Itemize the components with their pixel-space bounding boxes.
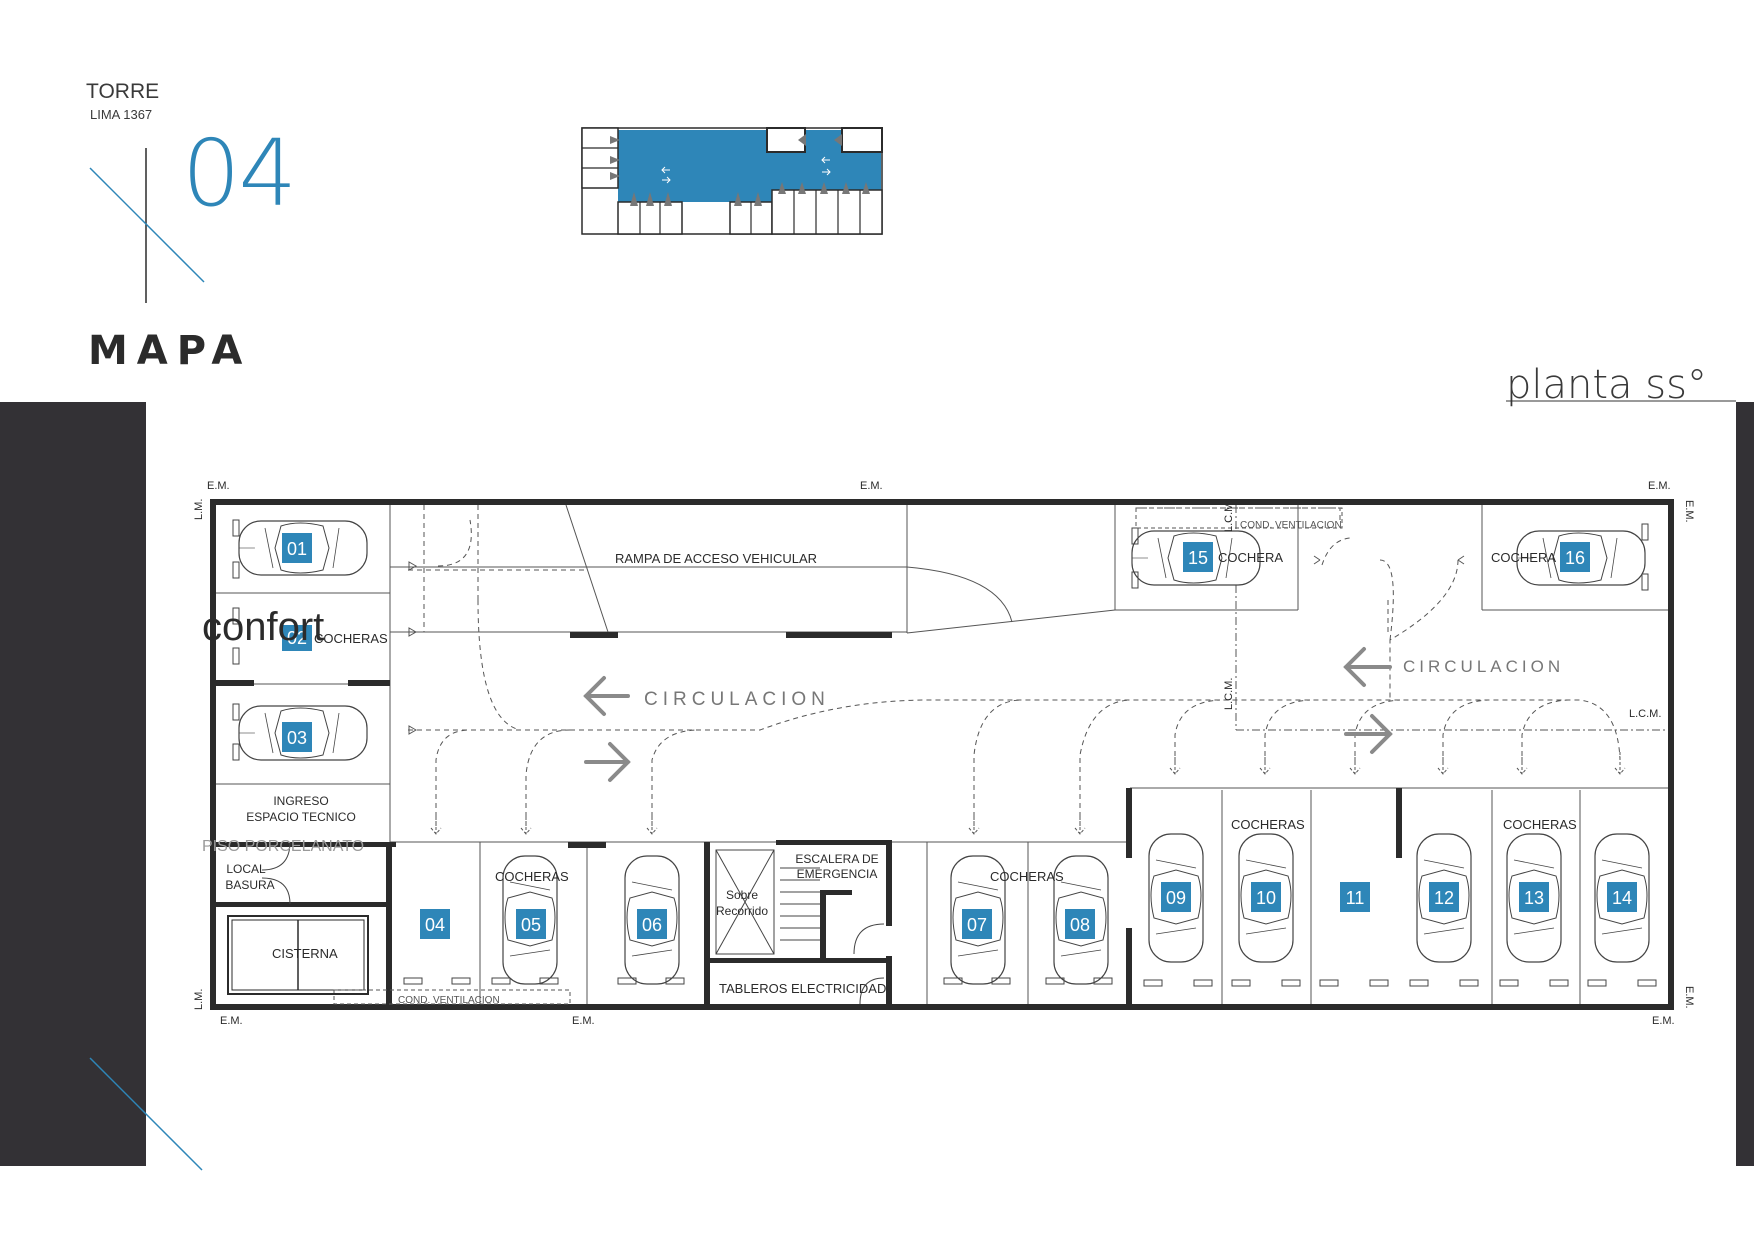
lm-marker: L.M. — [193, 989, 205, 1010]
ventilation-label: COND. VENTILACION — [1240, 520, 1342, 531]
space-05: 05 — [521, 915, 541, 935]
escalera-label: ESCALERA DE — [795, 852, 878, 866]
space-03: 03 — [287, 728, 307, 748]
sobre-label: Sobre — [726, 888, 758, 902]
cochera-label: COCHERA — [1218, 550, 1283, 565]
piso-label: PISO PORCELANATO — [202, 838, 364, 855]
space-16: 16 — [1565, 548, 1585, 568]
floor-title-underline — [1506, 400, 1736, 402]
tableros-label: TABLEROS ELECTRICIDAD — [719, 981, 886, 996]
cocheras-label: COCHERAS — [1231, 817, 1305, 832]
space-11: 11 — [1346, 888, 1365, 908]
em-marker: E.M. — [1683, 500, 1695, 523]
confort-label: confort — [202, 605, 324, 649]
cross-mark-icon — [89, 148, 205, 303]
space-04: 04 — [425, 915, 445, 935]
space-10: 10 — [1256, 888, 1276, 908]
space-07: 07 — [967, 915, 987, 935]
cisterna-label: CISTERNA — [272, 946, 338, 961]
key-map — [581, 127, 883, 235]
em-marker: E.M. — [1648, 480, 1671, 492]
ventilation-label: COND. VENTILACION — [398, 995, 500, 1006]
section-title: MAPA — [88, 328, 252, 374]
local-label: LOCAL — [226, 862, 266, 876]
space-12: 12 — [1434, 888, 1454, 908]
space-02: 02 — [287, 628, 307, 648]
em-marker: E.M. — [1683, 986, 1695, 1009]
cochera-label: COCHERA — [1491, 550, 1556, 565]
building-name: TORRE — [86, 80, 160, 103]
em-marker: E.M. — [1652, 1015, 1675, 1027]
ingreso-label: INGRESO — [273, 794, 328, 808]
space-08: 08 — [1070, 915, 1090, 935]
space-01: 01 — [287, 539, 307, 559]
sobre-label-2: Recorrido — [716, 904, 768, 918]
space-06: 06 — [642, 915, 662, 935]
ramp-label: RAMPA DE ACCESO VEHICULAR — [615, 551, 817, 566]
lcm-marker: L.C.M. — [1223, 678, 1235, 710]
escalera-label-2: EMERGENCIA — [797, 867, 878, 881]
lcm-marker: L.C.M. — [1223, 500, 1235, 532]
right-dark-band — [1736, 402, 1754, 1166]
cocheras-label: COCHERAS — [1503, 817, 1577, 832]
local-label-2: BASURA — [225, 878, 274, 892]
lm-marker: L.M. — [193, 499, 205, 520]
cocheras-label: COCHERAS — [314, 631, 388, 646]
em-marker: E.M. — [220, 1015, 243, 1027]
space-15: 15 — [1188, 548, 1208, 568]
cocheras-label: COCHERAS — [495, 869, 569, 884]
space-09: 09 — [1166, 888, 1186, 908]
ingreso-label-2: ESPACIO TECNICO — [246, 810, 356, 824]
left-dark-band — [0, 402, 146, 1166]
circulation-label: CIRCULACION — [1403, 657, 1564, 676]
lcm-marker: L.C.M. — [1629, 708, 1661, 720]
space-13: 13 — [1524, 888, 1544, 908]
floor-title: planta ss° — [1506, 362, 1707, 408]
page-number: 04 — [182, 120, 297, 227]
space-14: 14 — [1612, 888, 1632, 908]
corner-diagonal-icon — [89, 1057, 203, 1171]
building-address: LIMA 1367 — [90, 107, 153, 122]
em-marker: E.M. — [860, 480, 883, 492]
em-marker: E.M. — [572, 1015, 595, 1027]
cocheras-label: COCHERAS — [990, 869, 1064, 884]
circulation-label: CIRCULACION — [644, 689, 830, 710]
em-marker: E.M. — [207, 480, 230, 492]
